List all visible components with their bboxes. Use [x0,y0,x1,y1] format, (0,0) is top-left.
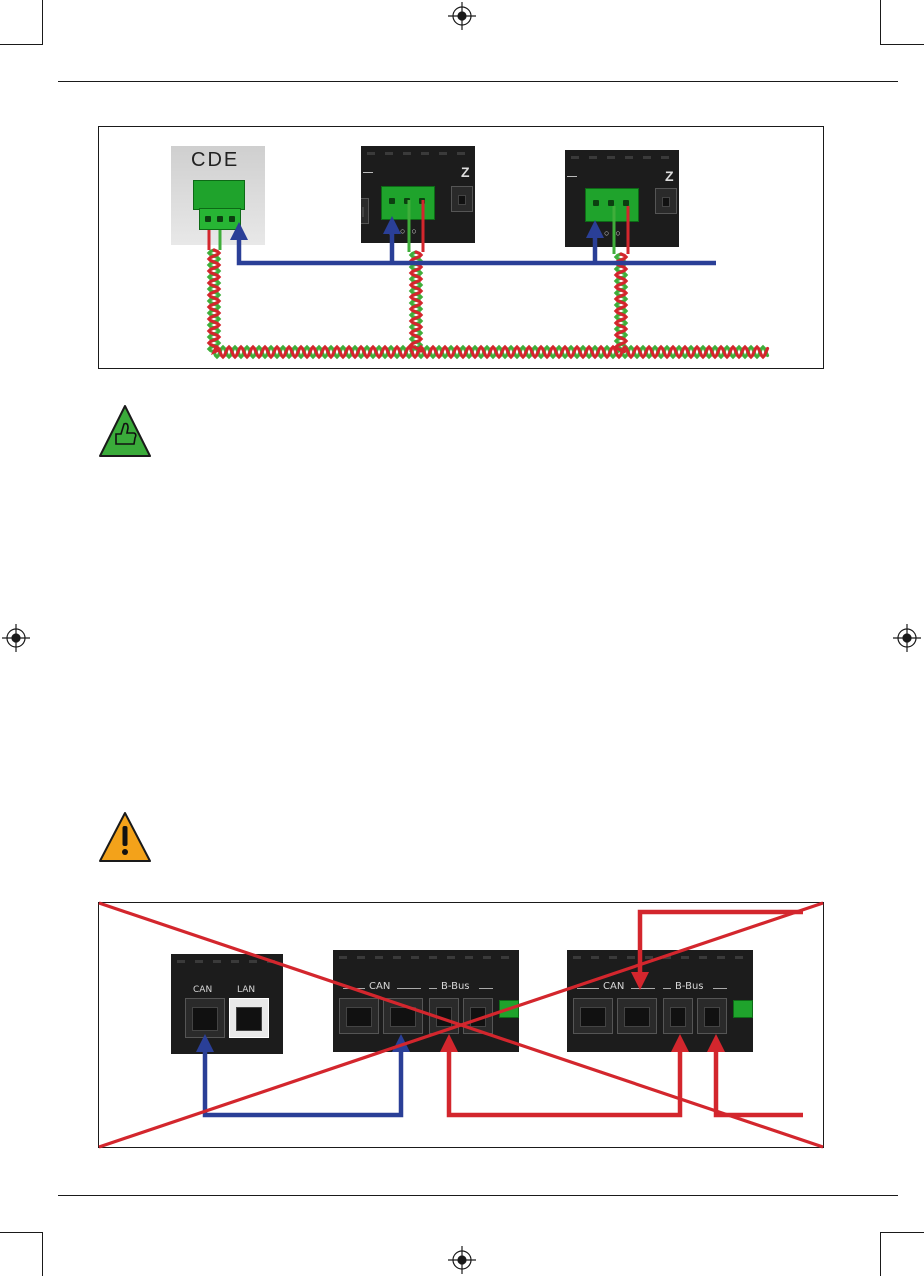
bbus-link-lines [449,912,803,1115]
can-link-arrows [196,1034,410,1052]
can-link-line [205,1050,401,1115]
cross-out-mark [99,903,823,1147]
